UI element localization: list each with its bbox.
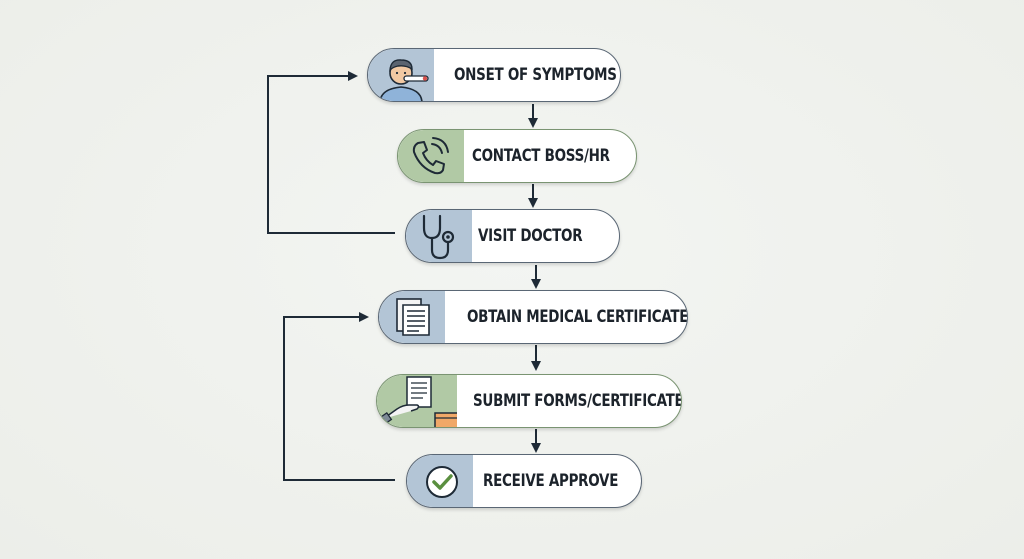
step-label: SUBMIT FORMS/CERTIFICATE [473, 391, 682, 411]
sick-person-thermometer-icon [368, 49, 434, 101]
hand-submit-document-icon [377, 375, 457, 427]
checkmark-icon [407, 455, 473, 507]
step-receive-approve: RECEIVE APPROVE [406, 454, 642, 508]
step-label: CONTACT BOSS/HR [472, 146, 610, 166]
step-label: ONSET OF SYMPTOMS [454, 65, 617, 85]
phone-icon [398, 130, 464, 182]
step-label: OBTAIN MEDICAL CERTIFICATE [467, 307, 688, 327]
step-label: VISIT DOCTOR [478, 226, 583, 246]
step-visit-doctor: VISIT DOCTOR [405, 209, 620, 263]
document-icon [379, 291, 445, 343]
step-contact-boss-hr: CONTACT BOSS/HR [397, 129, 637, 183]
stethoscope-icon [406, 210, 472, 262]
step-label: RECEIVE APPROVE [483, 471, 619, 491]
step-obtain-medical-certificate: OBTAIN MEDICAL CERTIFICATE [378, 290, 688, 344]
step-submit-forms-certificate: SUBMIT FORMS/CERTIFICATE [376, 374, 682, 428]
step-onset-of-symptoms: ONSET OF SYMPTOMS [367, 48, 621, 102]
